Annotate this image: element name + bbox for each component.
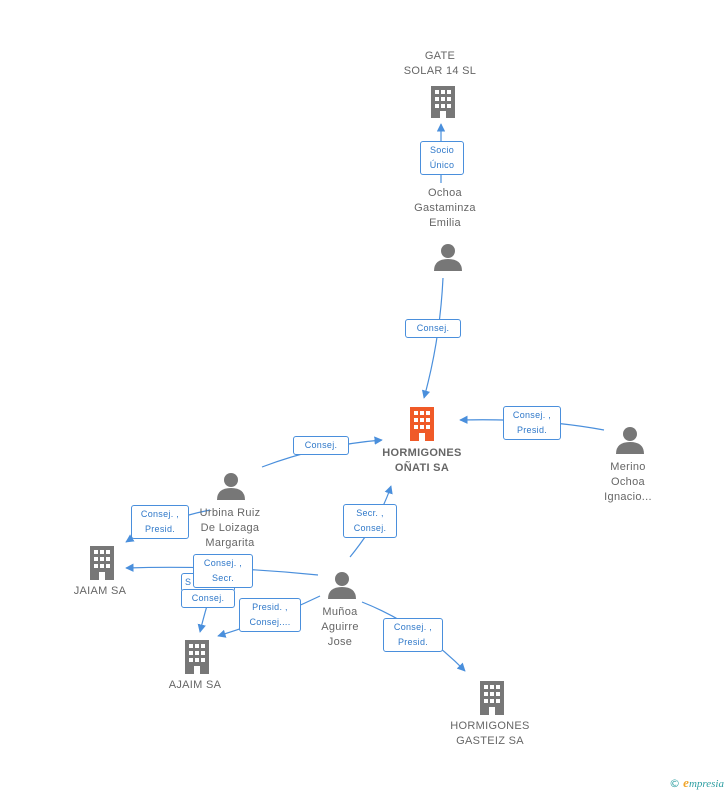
urbina-ruiz-label[interactable]: Urbina Ruiz De Loizaga Margarita <box>199 507 261 549</box>
edge-label-munoa-ajaim[interactable]: Presid. , Consej.... <box>239 598 301 632</box>
edge-label-merino-consej-presid[interactable]: Consej. , Presid. <box>503 406 561 440</box>
merino-ochoa-label[interactable]: Merino Ochoa Ignacio... <box>604 461 652 503</box>
edge-label-urbina-ajaim[interactable]: Consej. <box>181 589 235 608</box>
jaiam-building-icon[interactable] <box>87 546 117 580</box>
hormigones-onati-label[interactable]: HORMIGONES OÑATI SA <box>382 447 462 474</box>
link-ochoa-onati <box>421 277 444 399</box>
empresia-watermark: ©empresia <box>669 775 724 791</box>
edge-label-urbina-consej[interactable]: Consej. <box>293 436 349 455</box>
edge-label-munoa-secr-consej[interactable]: Secr. , Consej. <box>343 504 397 538</box>
edge-label-socio-unico[interactable]: Socio Único <box>420 141 464 175</box>
urbina-ruiz-person-icon[interactable] <box>217 472 245 500</box>
ajaim-building-icon[interactable] <box>182 640 212 674</box>
edge-label-urbina-jaiam[interactable]: Consej. , Presid. <box>131 505 189 539</box>
gate-solar-building-icon[interactable] <box>428 86 458 118</box>
edge-label-munoa-jaiam[interactable]: Consej. , Secr. <box>193 554 253 588</box>
munoa-aguirre-person-icon[interactable] <box>328 571 356 599</box>
ajaim-label[interactable]: AJAIM SA <box>168 679 222 691</box>
gate-solar-label[interactable]: GATE SOLAR 14 SL <box>403 50 477 77</box>
ochoa-gastaminza-label[interactable]: Ochoa Gastaminza Emilia <box>414 187 476 229</box>
brand-name: mpresia <box>688 778 724 790</box>
munoa-aguirre-label[interactable]: Muñoa Aguirre Jose <box>321 606 359 648</box>
ochoa-gastaminza-person-icon[interactable] <box>434 243 462 271</box>
jaiam-label[interactable]: JAIAM SA <box>73 585 127 597</box>
hormigones-gasteiz-label[interactable]: HORMIGONES GASTEIZ SA <box>450 720 530 747</box>
hormigones-gasteiz-building-icon[interactable] <box>477 681 507 715</box>
copyright-icon: © <box>669 777 681 790</box>
edge-label-munoa-gasteiz[interactable]: Consej. , Presid. <box>383 618 443 652</box>
edge-label-ochoa-consej[interactable]: Consej. <box>405 319 461 338</box>
hormigones-onati-building-icon[interactable] <box>407 407 437 441</box>
brand-initial: e <box>683 775 689 790</box>
merino-ochoa-person-icon[interactable] <box>616 426 644 454</box>
